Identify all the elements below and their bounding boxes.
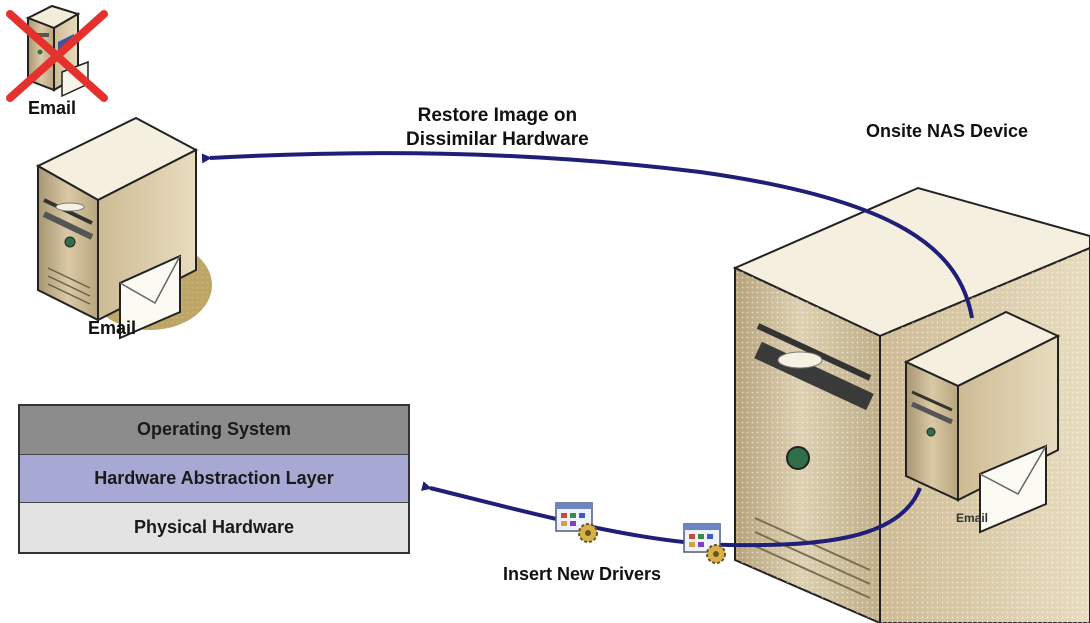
vm-server-label: Email xyxy=(956,511,989,525)
failed-server-icon xyxy=(6,4,108,102)
driver-gear-icon xyxy=(555,502,598,543)
driver-gear-icon xyxy=(683,523,726,564)
layer-hardware-abstraction: Hardware Abstraction Layer xyxy=(20,454,408,504)
failed-server-label: Email xyxy=(28,98,77,118)
insert-drivers-label: Insert New Drivers xyxy=(503,564,662,584)
restore-label: Restore Image on Dissimilar Hardware xyxy=(406,104,589,152)
restore-label-line2: Dissimilar Hardware xyxy=(406,129,589,150)
restore-label-line1: Restore Image on xyxy=(417,105,578,126)
envelope-icon xyxy=(979,444,1047,534)
driver-arrow xyxy=(421,481,922,548)
layer-operating-system: Operating System xyxy=(20,406,408,455)
envelope-icon xyxy=(119,254,181,340)
nas-device-label: Onsite NAS Device xyxy=(866,121,1029,141)
new-server-label: Email xyxy=(88,318,137,338)
restore-arrow xyxy=(201,151,974,319)
layer-stack: Operating System Hardware Abstraction La… xyxy=(18,404,410,554)
layer-physical-hardware: Physical Hardware xyxy=(20,503,408,552)
